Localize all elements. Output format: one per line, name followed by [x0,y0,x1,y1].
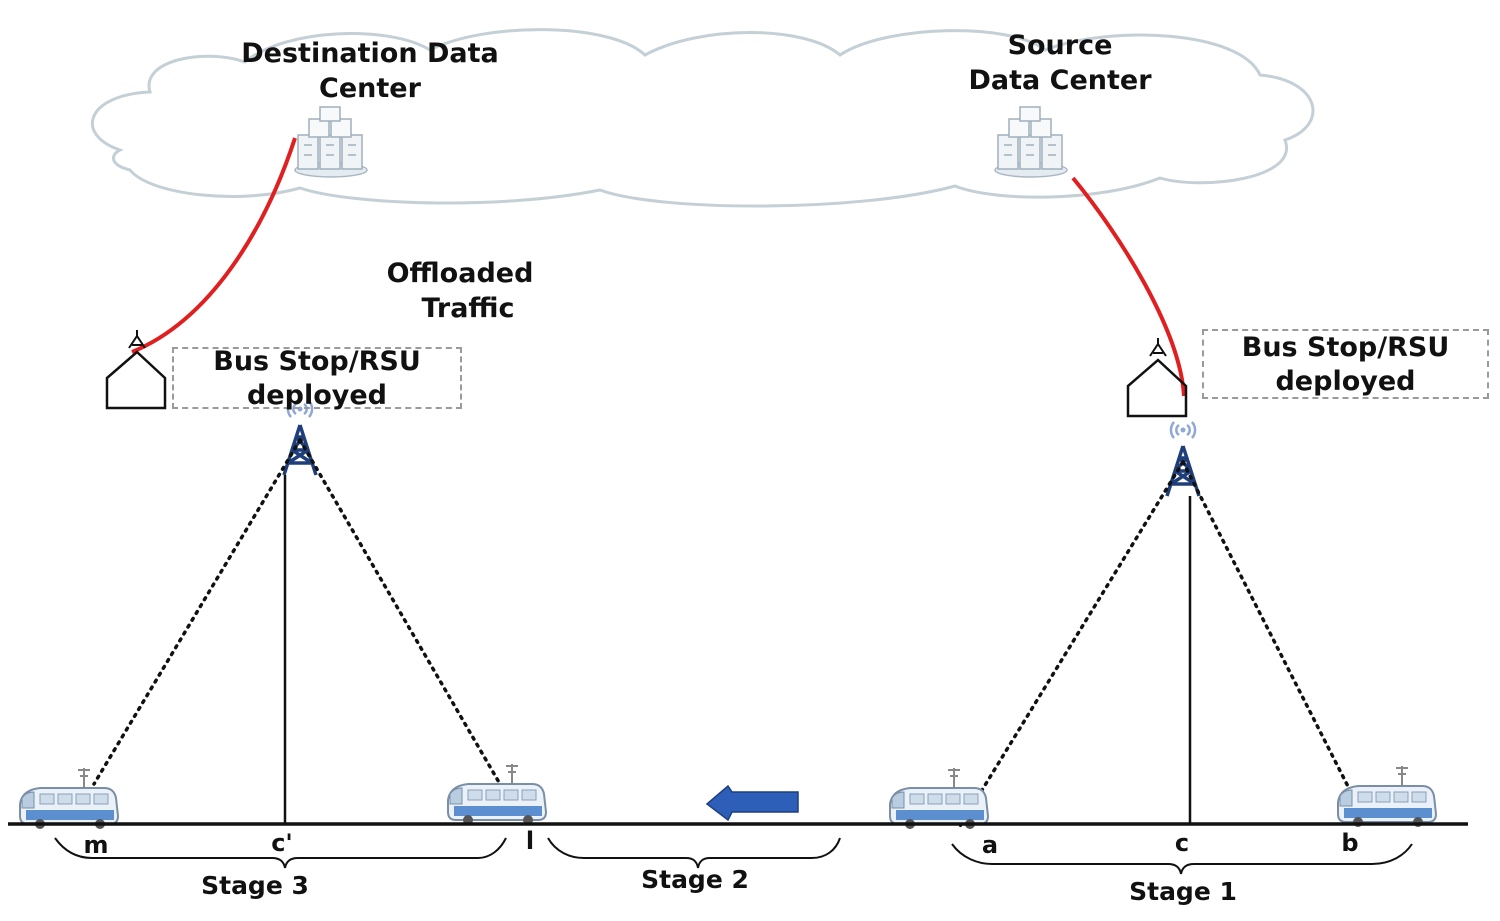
stage1-brace [951,843,1413,875]
offloaded-traffic-label: Offloaded Traffic [360,256,560,326]
point-l-label: l [525,827,535,855]
stage3-label: Stage 3 [201,871,309,900]
bus-stop-right-label: Bus Stop/RSU deployed [1202,331,1489,399]
destination-title-line2: Center [319,73,421,104]
bus-icon-m [19,767,119,830]
bus-stop-right-box [1202,329,1489,399]
source-link [1071,176,1186,397]
stage3-brace [54,837,507,869]
bus-stop-right-line1: Bus Stop/RSU [1241,332,1450,363]
point-c-label: c [1174,829,1190,857]
point-m-label: m [83,831,109,859]
source-title-line1: Source [1007,30,1113,61]
point-c-prime-label: c' [271,829,293,857]
bus-stop-left-line1: Bus Stop/RSU [213,346,421,377]
bus-stop-left-line2: deployed [246,380,387,411]
offloaded-line1: Offloaded [386,258,534,289]
point-b-label: b [1341,829,1359,857]
bus-stop-left-label: Bus Stop/RSU deployed [172,345,462,413]
bus-icon-a [889,767,989,830]
stage1-label: Stage 1 [1129,877,1237,906]
point-a-label: a [981,831,999,859]
destination-title-line1: Destination Data [241,38,499,69]
direction-arrow-icon [705,784,799,822]
bus-icon-b [1337,765,1437,828]
coverage-line-b [1181,460,1362,812]
bus-stop-right-icon [1126,336,1188,418]
source-data-center-title: Source Data Center [935,28,1185,98]
stage2-brace [547,837,841,869]
destination-link [131,137,297,354]
bus-stop-left-box [172,347,462,409]
bus-stop-right-line2: deployed [1275,366,1416,397]
coverage-line-a [958,460,1185,828]
offloaded-line2: Traffic [421,293,515,324]
coverage-line-l [298,438,502,786]
coverage-line-m [92,438,302,786]
source-title-line2: Data Center [968,65,1152,96]
bus-icon-l [447,763,547,826]
stage2-label: Stage 2 [641,865,749,894]
destination-data-center-title: Destination Data Center [220,36,520,106]
